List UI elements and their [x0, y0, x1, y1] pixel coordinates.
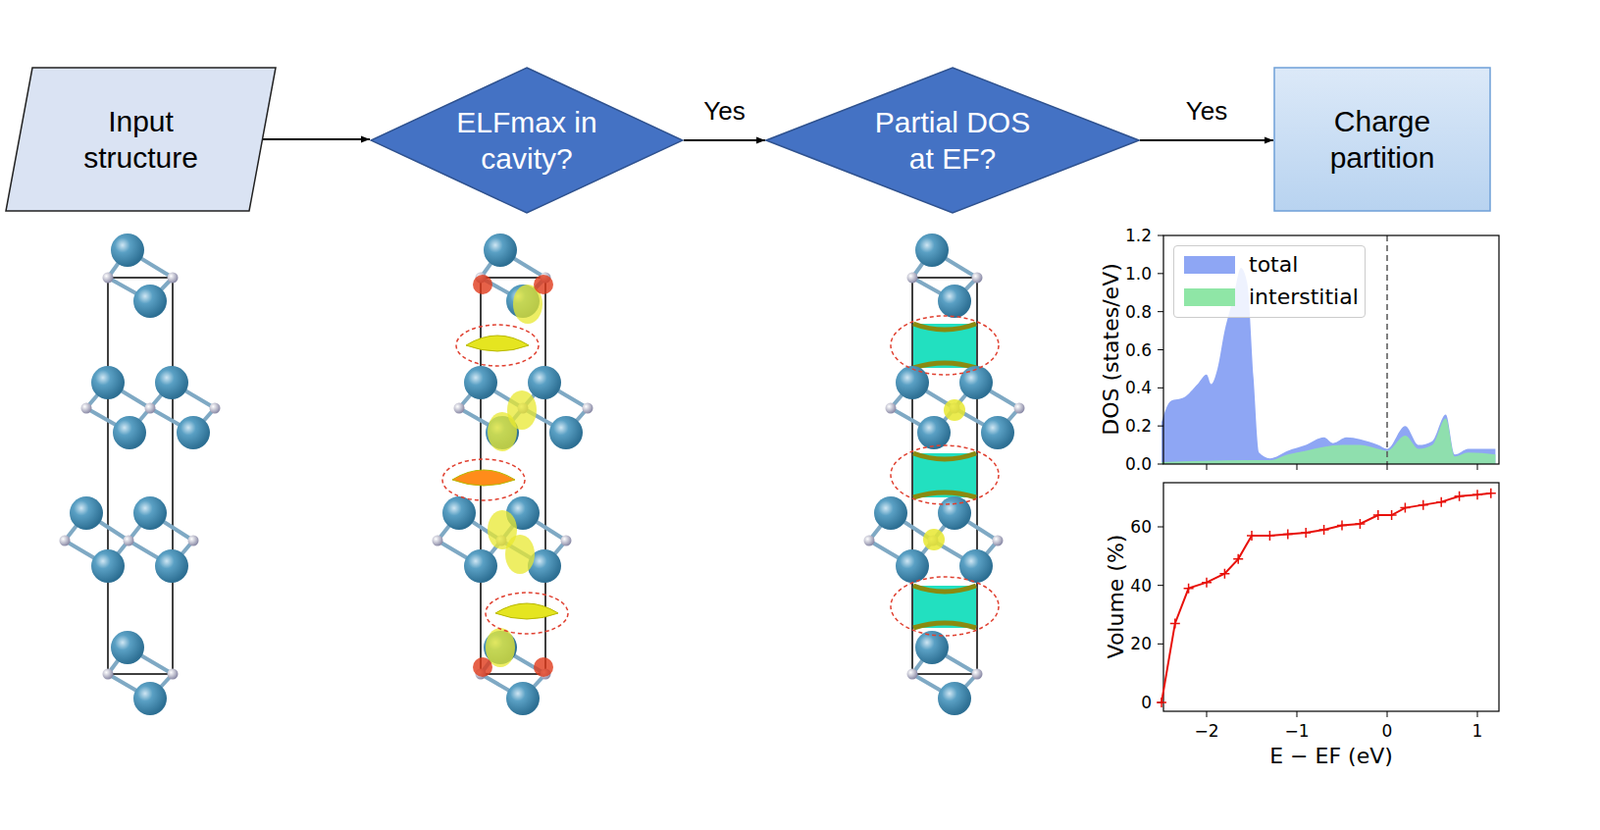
decision-diamond: Partial DOS at EF?	[765, 66, 1140, 214]
tick-label: 0	[1382, 721, 1394, 741]
tick-label: 1.2	[1125, 225, 1152, 246]
volume-curve	[1161, 493, 1492, 703]
legend-row: interstitial	[1184, 284, 1359, 310]
node-outline	[1273, 66, 1492, 212]
node-label: Input structure	[57, 103, 225, 177]
total-dos-area	[1161, 267, 1496, 465]
crystal-structure	[864, 233, 1026, 716]
legend-box: total interstitial	[1173, 245, 1366, 318]
tick-label: 1	[1472, 721, 1484, 741]
process-box: Charge partition	[1273, 66, 1492, 212]
tick-label: 0.4	[1125, 377, 1152, 398]
node-outline	[4, 66, 277, 212]
tick-label: 20	[1130, 633, 1152, 654]
edge-label: Yes	[1183, 96, 1231, 127]
tick-label: −1	[1284, 721, 1309, 741]
legend-row: total	[1184, 252, 1298, 277]
node-label: Partial DOS at EF?	[867, 103, 1039, 178]
tick-label: 40	[1130, 575, 1152, 596]
flow-arrow	[1139, 139, 1274, 142]
tick-label: −2	[1193, 721, 1219, 741]
tick-label: 0.8	[1125, 302, 1152, 322]
flow-arrow	[262, 138, 370, 141]
interstitial-dos-area	[1161, 417, 1496, 465]
node-outline	[765, 66, 1140, 214]
axis-title: Volume (%)	[1103, 534, 1129, 660]
input-parallelogram: Input structure	[4, 66, 277, 212]
tick-label: 0	[1140, 692, 1152, 713]
flow-arrow	[683, 139, 766, 142]
legend-swatch	[1184, 256, 1236, 274]
legend-text: interstitial	[1248, 284, 1359, 310]
edge-label: Yes	[700, 96, 748, 127]
tick-label: 1.0	[1125, 263, 1152, 284]
node-label: ELFmax in cavity?	[443, 103, 611, 178]
tick-label: 0.0	[1125, 454, 1152, 474]
crystal-structure	[59, 233, 221, 716]
axis-title: DOS (states/eV)	[1098, 262, 1124, 436]
node-outline	[369, 66, 684, 214]
node-label: Charge partition	[1293, 103, 1471, 177]
decision-diamond: ELFmax in cavity?	[369, 66, 684, 214]
legend-swatch	[1184, 288, 1236, 307]
tick-label: 60	[1130, 516, 1152, 537]
tick-label: 0.6	[1125, 340, 1152, 361]
tick-label: 0.2	[1125, 415, 1152, 436]
legend-text: total	[1248, 252, 1298, 277]
axis-title: E − EF (eV)	[1269, 743, 1394, 769]
crystal-structure	[432, 233, 594, 716]
